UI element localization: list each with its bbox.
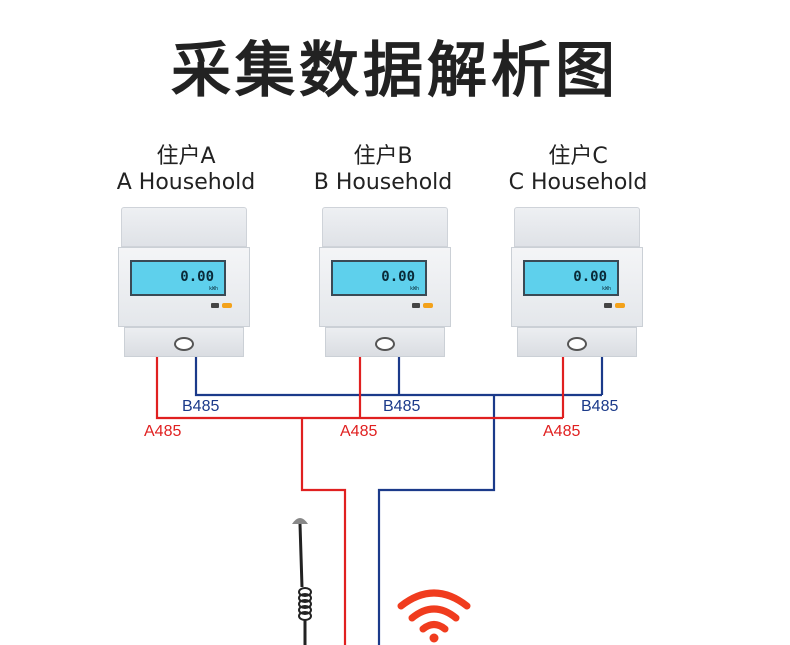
meter-c: 0.00 kWh [511, 207, 643, 357]
household-a-label-en: A Household [116, 170, 256, 195]
meter-c-display: 0.00 kWh [523, 260, 619, 296]
meter-b-button [412, 303, 420, 308]
meter-a-terminal [174, 337, 194, 351]
a485-label-c: A485 [543, 423, 581, 440]
meter-a: 0.00 kWh [118, 207, 250, 357]
a485-wires [155, 357, 565, 645]
meter-b-reading: 0.00 [381, 269, 415, 285]
meter-c-button [604, 303, 612, 308]
meter-b-display: 0.00 kWh [331, 260, 427, 296]
meter-a-reading: 0.00 [180, 269, 214, 285]
meter-a-button [211, 303, 219, 308]
antenna-icon [292, 518, 312, 645]
meter-c-indicator [615, 303, 625, 308]
meter-a-unit: kWh [208, 286, 218, 292]
meter-b: 0.00 kWh [319, 207, 451, 357]
household-a-label-zh: 住户A [156, 144, 216, 169]
household-b-label-en: B Household [313, 170, 453, 195]
meter-c-terminal [567, 337, 587, 351]
a485-label-a: A485 [144, 423, 182, 440]
meter-a-indicator [222, 303, 232, 308]
household-b-label-zh: 住户B [353, 144, 413, 169]
household-c-label-en: C Household [508, 170, 648, 195]
meter-a-display: 0.00 kWh [130, 260, 226, 296]
a485-label-b: A485 [340, 423, 378, 440]
meter-c-reading: 0.00 [573, 269, 607, 285]
b485-label-a: B485 [182, 398, 220, 415]
meter-b-terminal [375, 337, 395, 351]
wifi-icon [397, 589, 471, 643]
b485-label-b: B485 [383, 398, 421, 415]
b485-wires [194, 357, 604, 645]
household-c-label-zh: 住户C [548, 144, 608, 169]
b485-label-c: B485 [581, 398, 619, 415]
meter-b-unit: kWh [409, 286, 419, 292]
diagram-title: 采集数据解析图 [171, 36, 619, 106]
meter-b-indicator [423, 303, 433, 308]
meter-c-unit: kWh [601, 286, 611, 292]
